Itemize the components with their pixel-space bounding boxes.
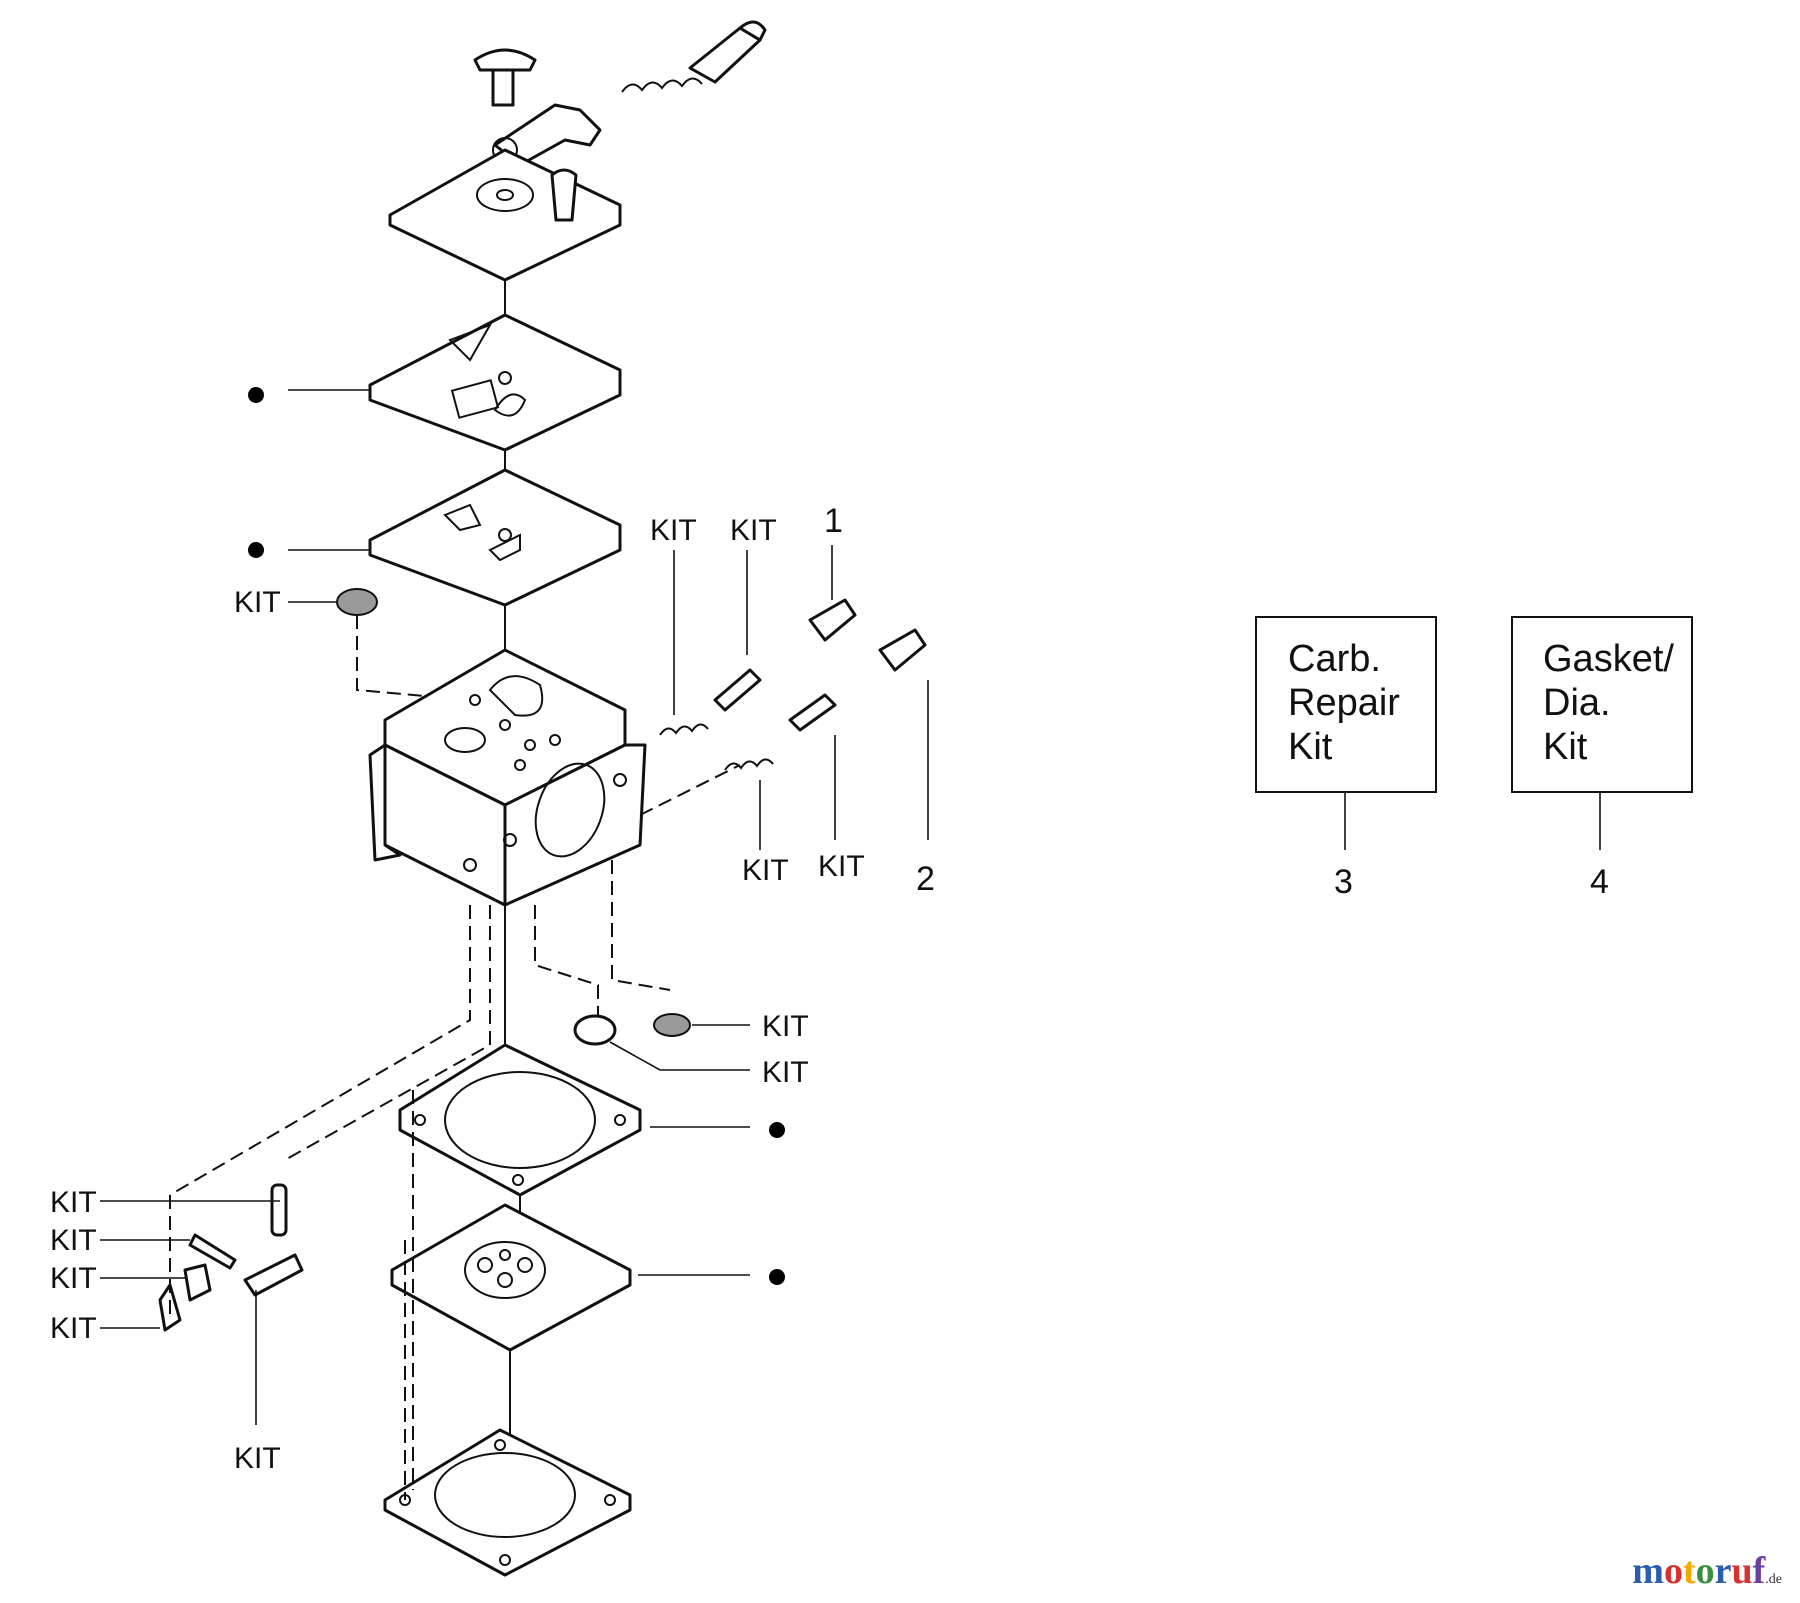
- logo-letter: m: [1632, 1550, 1664, 1592]
- kit-box-gasket-dia: Gasket/ Dia. Kit 4: [1511, 616, 1693, 901]
- kit-label-spring-2: KIT: [742, 854, 789, 887]
- kit-label-needle-1: KIT: [730, 514, 777, 547]
- logo-letter: t: [1682, 1550, 1696, 1592]
- adjustment-needles: [639, 598, 927, 816]
- lower-gasket-plate: [398, 1043, 642, 1197]
- kit-label-pin: KIT: [50, 1224, 97, 1257]
- kit-box-line: Repair: [1288, 682, 1400, 724]
- gasket-marker-dot-1: [248, 387, 264, 403]
- kit-label-spring-1: KIT: [650, 514, 697, 547]
- logo-letter: o: [1695, 1550, 1715, 1592]
- inlet-screen-icon: [653, 1013, 691, 1037]
- diaphragm-plate: [390, 1203, 632, 1352]
- metering-parts: [158, 1183, 304, 1332]
- kit-label-lever: KIT: [234, 1442, 281, 1475]
- kit-box-line: Kit: [1288, 726, 1333, 768]
- gasket-marker-dot-2: [248, 542, 264, 558]
- logo-letter: f: [1752, 1550, 1766, 1592]
- callout-1: 1: [824, 502, 843, 540]
- logo-letter: o: [1663, 1550, 1683, 1592]
- gasket-marker-dot-4: [769, 1269, 785, 1285]
- logo-suffix: .de: [1765, 1572, 1782, 1587]
- logo-letter: u: [1731, 1550, 1753, 1592]
- screen-filter-icon: [336, 588, 378, 616]
- kit-label-needle-2: KIT: [818, 850, 865, 883]
- kit-box-carb-repair: Carb. Repair Kit 3: [1255, 616, 1437, 901]
- kit-label-spring-3: KIT: [50, 1186, 97, 1219]
- kit-box-line: Kit: [1543, 726, 1588, 768]
- kit-label-screen: KIT: [762, 1010, 809, 1043]
- logo-letter: r: [1714, 1550, 1732, 1592]
- kit-box-line: Dia.: [1543, 682, 1611, 724]
- gasket-marker-dot-3: [769, 1122, 785, 1138]
- gasket-plate-2: [368, 468, 622, 607]
- kit-label-needle-3: KIT: [50, 1312, 97, 1345]
- callout-2: 2: [916, 860, 935, 898]
- carburetor-body: [368, 648, 647, 907]
- kit-label-disc: KIT: [762, 1056, 809, 1089]
- kit-box-line: Carb.: [1288, 638, 1381, 680]
- callout-3: 3: [1334, 863, 1353, 901]
- kit-box-line: Gasket/: [1543, 638, 1674, 680]
- callout-4: 4: [1590, 863, 1609, 901]
- bottom-cover-plate: [383, 1428, 632, 1577]
- kit-label-plug: KIT: [50, 1262, 97, 1295]
- gasket-plate-1: [368, 313, 622, 452]
- top-cover-assembly: [388, 20, 767, 282]
- kit-label-filter: KIT: [234, 586, 281, 619]
- check-disc-icon: [573, 1014, 617, 1046]
- motoruf-logo: motoruf.de: [1632, 1549, 1782, 1593]
